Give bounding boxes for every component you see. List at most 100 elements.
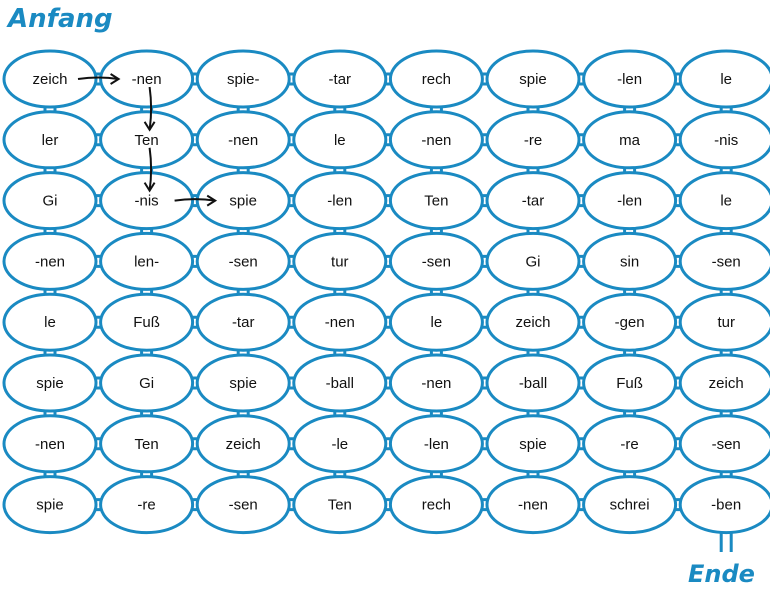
maze-cell[interactable]: Fuß (99, 292, 195, 352)
maze-cell[interactable]: spie (485, 414, 581, 474)
cell-syllable: -nen (132, 71, 162, 88)
maze-cell[interactable]: -sen (195, 231, 291, 291)
cell-outline (99, 231, 195, 291)
cell-syllable: len- (134, 253, 159, 270)
cell-outline (99, 353, 195, 413)
maze-cell[interactable]: spie (195, 353, 291, 413)
maze-cell[interactable]: le (388, 292, 484, 352)
maze-cell[interactable]: -nen (195, 110, 291, 170)
cell-outline (195, 171, 291, 231)
cell-outline (99, 414, 195, 474)
maze-cell[interactable]: -nen (292, 292, 388, 352)
maze-cell[interactable]: -len (582, 171, 678, 231)
maze-cell[interactable]: ma (582, 110, 678, 170)
maze-cell[interactable]: spie (195, 171, 291, 231)
cell-outline (485, 231, 581, 291)
maze-cell[interactable]: -re (582, 414, 678, 474)
cell-syllable: -sen (712, 253, 741, 270)
cell-syllable: tur (331, 253, 349, 270)
cell-outline (678, 414, 770, 474)
maze-cell[interactable]: -nen (485, 475, 581, 535)
cell-syllable: -tar (522, 193, 545, 210)
maze-cell[interactable]: spie (2, 353, 98, 413)
maze-cell[interactable]: Gi (99, 353, 195, 413)
maze-cell[interactable]: -sen (195, 475, 291, 535)
maze-cell[interactable]: -nen (99, 49, 195, 109)
maze-cell[interactable]: Gi (2, 171, 98, 231)
cell-outline (2, 171, 98, 231)
cell-syllable: -nen (421, 375, 451, 392)
maze-cell[interactable]: -tar (195, 292, 291, 352)
maze-cell[interactable]: -sen (678, 414, 770, 474)
maze-cell[interactable]: Ten (99, 110, 195, 170)
maze-cell[interactable]: le (292, 110, 388, 170)
maze-cell[interactable]: -nen (388, 110, 484, 170)
maze-cell[interactable]: tur (292, 231, 388, 291)
cell-syllable: -tar (329, 71, 352, 88)
cell-outline (485, 353, 581, 413)
maze-cell[interactable]: zeich (2, 49, 98, 109)
maze-cell[interactable]: -nen (2, 414, 98, 474)
maze-cell[interactable]: ler (2, 110, 98, 170)
maze-cell[interactable]: -ben (678, 475, 770, 535)
maze-cell[interactable]: -nis (678, 110, 770, 170)
end-label: Ende (688, 560, 755, 588)
maze-cell[interactable]: tur (678, 292, 770, 352)
cell-syllable: zeich (709, 375, 744, 392)
maze-cell[interactable]: schrei (582, 475, 678, 535)
maze-cell[interactable]: zeich (678, 353, 770, 413)
maze-cell[interactable]: Gi (485, 231, 581, 291)
path-arrow (143, 147, 156, 193)
maze-cell[interactable]: sin (582, 231, 678, 291)
maze-cell[interactable]: le (678, 49, 770, 109)
cell-syllable: -le (331, 436, 348, 453)
maze-cell[interactable]: rech (388, 475, 484, 535)
maze-cell[interactable]: le (678, 171, 770, 231)
cell-syllable: -sen (229, 253, 258, 270)
maze-cell[interactable]: spie- (195, 49, 291, 109)
maze-cell[interactable]: -ball (485, 353, 581, 413)
maze-cell[interactable]: -tar (485, 171, 581, 231)
maze-cell[interactable]: -len (388, 414, 484, 474)
maze-cell[interactable]: -le (292, 414, 388, 474)
maze-cell[interactable]: -gen (582, 292, 678, 352)
maze-cell[interactable]: -ball (292, 353, 388, 413)
cell-syllable: Gi (139, 375, 154, 392)
maze-cell[interactable]: -re (485, 110, 581, 170)
cell-outline (2, 414, 98, 474)
maze-cell[interactable]: Fuß (582, 353, 678, 413)
cell-syllable: le (720, 71, 732, 88)
maze-cell[interactable]: rech (388, 49, 484, 109)
maze-cell[interactable]: spie (485, 49, 581, 109)
maze-cell[interactable]: Ten (292, 475, 388, 535)
cell-outline (678, 231, 770, 291)
maze-cell[interactable]: len- (99, 231, 195, 291)
path-arrow (174, 194, 218, 207)
cell-outline (388, 49, 484, 109)
maze-cell[interactable]: -re (99, 475, 195, 535)
maze-cell[interactable]: spie (2, 475, 98, 535)
cell-outline (2, 353, 98, 413)
maze-cell[interactable]: zeich (195, 414, 291, 474)
maze-cell[interactable]: -len (582, 49, 678, 109)
maze-cell[interactable]: -sen (388, 231, 484, 291)
maze-cell[interactable]: -tar (292, 49, 388, 109)
maze-cell[interactable]: le (2, 292, 98, 352)
maze-cell[interactable]: Ten (388, 171, 484, 231)
maze-cell[interactable]: zeich (485, 292, 581, 352)
cell-outline (485, 292, 581, 352)
cell-outline (582, 49, 678, 109)
maze-cell[interactable]: -len (292, 171, 388, 231)
maze-cell[interactable]: Ten (99, 414, 195, 474)
maze-cell[interactable]: -sen (678, 231, 770, 291)
maze-cell[interactable]: -nis (99, 171, 195, 231)
cell-outline (292, 171, 388, 231)
cell-syllable: Fuß (133, 314, 160, 331)
maze-cell[interactable]: -nen (2, 231, 98, 291)
cell-outline (485, 414, 581, 474)
cell-syllable: Gi (43, 193, 58, 210)
cell-syllable: spie (229, 375, 257, 392)
maze-cell[interactable]: -nen (388, 353, 484, 413)
